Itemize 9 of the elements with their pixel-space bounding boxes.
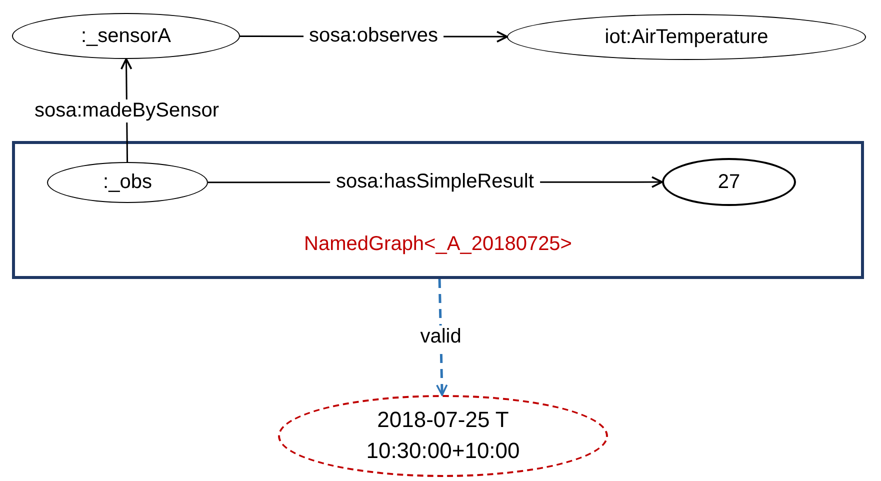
dashed-ellipse-node <box>278 395 608 477</box>
node-label: iot:AirTemperature <box>604 26 768 48</box>
node-label: 2018-07-25 T 10:30:00+10:00 <box>365 406 521 465</box>
graph-name: NamedGraph<_A_20180725> <box>304 233 572 256</box>
node-label: :_obs <box>103 171 152 194</box>
node-label: 27 <box>718 170 740 194</box>
node-label: :_sensorA <box>80 24 172 48</box>
named-graph-box <box>12 141 864 279</box>
edge-label: sosa:hasSimpleResult <box>330 170 540 194</box>
